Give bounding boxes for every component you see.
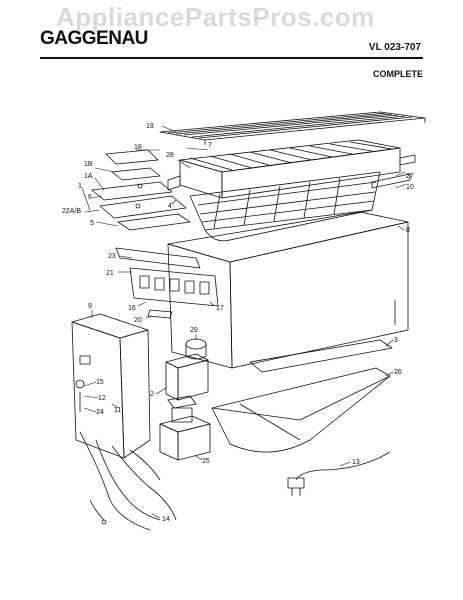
callout-1a: 1A — [84, 173, 93, 180]
callout-13: 13 — [352, 459, 360, 466]
brand-logo: GAGGENAU — [40, 28, 148, 49]
callout-9: 9 — [88, 303, 92, 310]
callout-4: 4 — [168, 203, 172, 210]
part-main-housing[interactable] — [167, 211, 409, 369]
part-top-grate[interactable] — [159, 111, 426, 145]
callout-22ab: 22A/B — [62, 208, 81, 215]
callout-28: 28 — [166, 152, 174, 159]
callout-27: 27 — [406, 173, 414, 180]
callout-12: 12 — [98, 395, 106, 402]
callout-8: 8 — [406, 227, 410, 234]
callout-1b: 1B — [84, 161, 93, 168]
header-rule — [40, 57, 423, 59]
callout-25: 25 — [202, 458, 210, 465]
part-plate-stack[interactable] — [91, 149, 191, 231]
callout-21: 21 — [106, 270, 114, 277]
callout-5: 5 — [90, 220, 94, 227]
callout-19: 19 — [146, 123, 154, 130]
part-power-cord[interactable] — [287, 451, 391, 496]
part-transformer[interactable] — [165, 353, 209, 401]
callout-7: 7 — [208, 142, 212, 149]
part-side-rails[interactable] — [167, 154, 416, 191]
watermark: AppliancePartsPros.com — [56, 2, 375, 32]
part-heater-basket[interactable] — [189, 171, 381, 242]
part-grill-tray[interactable] — [179, 139, 401, 199]
callout-15: 15 — [96, 379, 104, 386]
callout-2: 2 — [150, 391, 154, 398]
leader-lines — [81, 125, 407, 519]
callout-11: 11 — [114, 407, 121, 414]
part-relay[interactable] — [167, 395, 197, 423]
part-drip-tray[interactable] — [211, 339, 393, 453]
callout-14: 14 — [162, 516, 170, 523]
part-capacitor-box[interactable] — [159, 415, 211, 461]
callout-18: 18 — [134, 144, 142, 151]
callout-3: 3 — [394, 337, 398, 344]
callout-20: 20 — [134, 317, 142, 324]
callout-1: 1 — [78, 183, 82, 190]
callout-labels: 19 18 7 28 1B 1A 1 6 22A/B 5 4 27 10 8 2… — [62, 123, 414, 523]
part-wiring-harness[interactable] — [79, 431, 177, 531]
part-bracket[interactable] — [115, 247, 201, 269]
callout-6: 6 — [88, 194, 92, 201]
model-number: VL 023-707 — [368, 42, 421, 53]
callout-24: 24 — [96, 409, 104, 416]
part-terminal-block[interactable] — [129, 267, 219, 319]
callout-17: 17 — [216, 305, 224, 312]
callout-26: 26 — [394, 369, 402, 376]
part-control-housing[interactable] — [71, 313, 151, 459]
callout-16: 16 — [128, 305, 136, 312]
callout-10: 10 — [406, 184, 414, 191]
callout-23: 23 — [108, 253, 116, 260]
diagram-subtitle: COMPLETE — [372, 69, 423, 79]
callout-29: 29 — [190, 327, 198, 334]
